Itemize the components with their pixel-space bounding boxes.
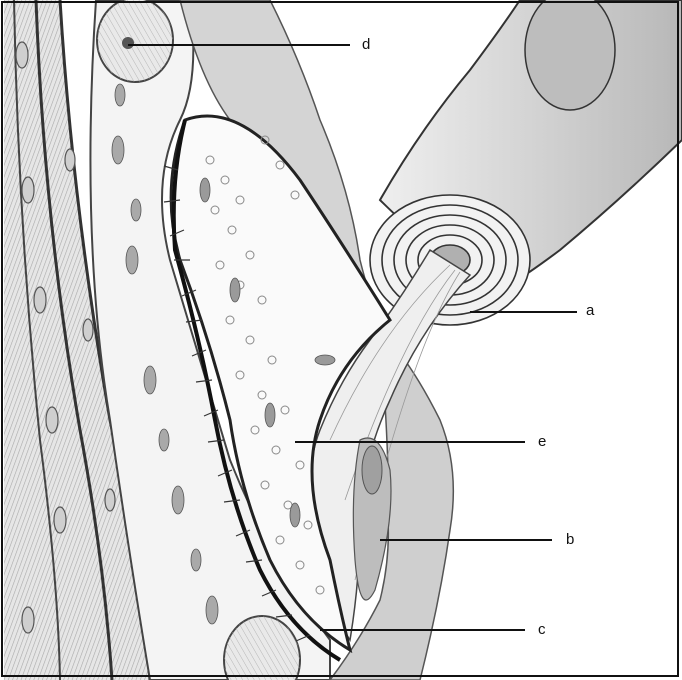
label-b: b — [566, 532, 574, 547]
nucleus — [97, 0, 173, 82]
label-e: e — [538, 434, 546, 449]
label-a: a — [586, 303, 594, 318]
label-c: c — [538, 622, 546, 637]
label-d: d — [362, 37, 370, 52]
